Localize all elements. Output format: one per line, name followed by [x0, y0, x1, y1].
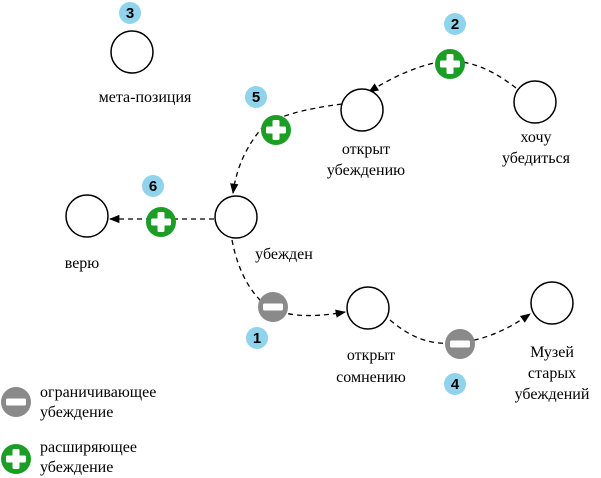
- legend-expanding-line1: расширяющее: [40, 439, 137, 456]
- step-badge-2: 2: [444, 13, 466, 35]
- plus-circle-icon: [146, 207, 176, 237]
- label-open-doubt-line1: открыт: [347, 347, 395, 364]
- legend-limiting-line2: убеждение: [40, 404, 113, 421]
- state-open-to-belief: [340, 88, 384, 132]
- legend-limiting-icon: [1, 387, 31, 417]
- minus-circle-icon: [258, 292, 288, 322]
- legend-limiting-line1: ограничивающее: [40, 384, 156, 401]
- state-convinced: [214, 195, 258, 239]
- step-badge-5: 5: [245, 86, 267, 108]
- plus-circle-icon: [261, 115, 291, 145]
- path-want-to-open-belief: [368, 60, 517, 93]
- svg-text:4: 4: [451, 376, 460, 393]
- label-museum-line3: убеждений: [515, 386, 590, 403]
- legend-expanding-line2: убеждение: [40, 459, 113, 476]
- label-museum-line1: Музей: [530, 344, 574, 361]
- svg-text:5: 5: [252, 89, 260, 106]
- state-meta-position: [110, 30, 154, 74]
- legend-expanding-icon: [1, 444, 31, 474]
- label-want-line1: хочу: [520, 129, 551, 146]
- svg-text:6: 6: [149, 178, 157, 195]
- state-museum: [530, 281, 574, 325]
- plus-circle-icon: [435, 49, 465, 79]
- label-convinced: убежден: [255, 246, 313, 263]
- label-open-belief-line1: открыт: [342, 141, 390, 158]
- label-want-line2: убедиться: [502, 150, 571, 167]
- svg-text:2: 2: [451, 16, 459, 33]
- svg-text:3: 3: [126, 5, 134, 22]
- label-believe: верю: [65, 255, 100, 272]
- state-believe: [65, 194, 109, 238]
- minus-circle-icon: [445, 329, 475, 359]
- label-meta-position: мета-позиция: [99, 89, 192, 106]
- step-badge-6: 6: [142, 175, 164, 197]
- state-want-to-be-sure: [513, 80, 557, 124]
- step-badge-4: 4: [444, 373, 466, 395]
- step-badge-1: 1: [246, 327, 268, 349]
- label-open-doubt-line2: сомнению: [336, 369, 406, 386]
- path-open-belief-to-convinced: [230, 103, 343, 195]
- state-open-to-doubt: [346, 286, 390, 330]
- label-open-belief-line2: убеждению: [327, 162, 405, 179]
- svg-text:1: 1: [253, 330, 261, 347]
- label-museum-line2: старых: [528, 365, 576, 382]
- step-badge-3: 3: [119, 2, 141, 24]
